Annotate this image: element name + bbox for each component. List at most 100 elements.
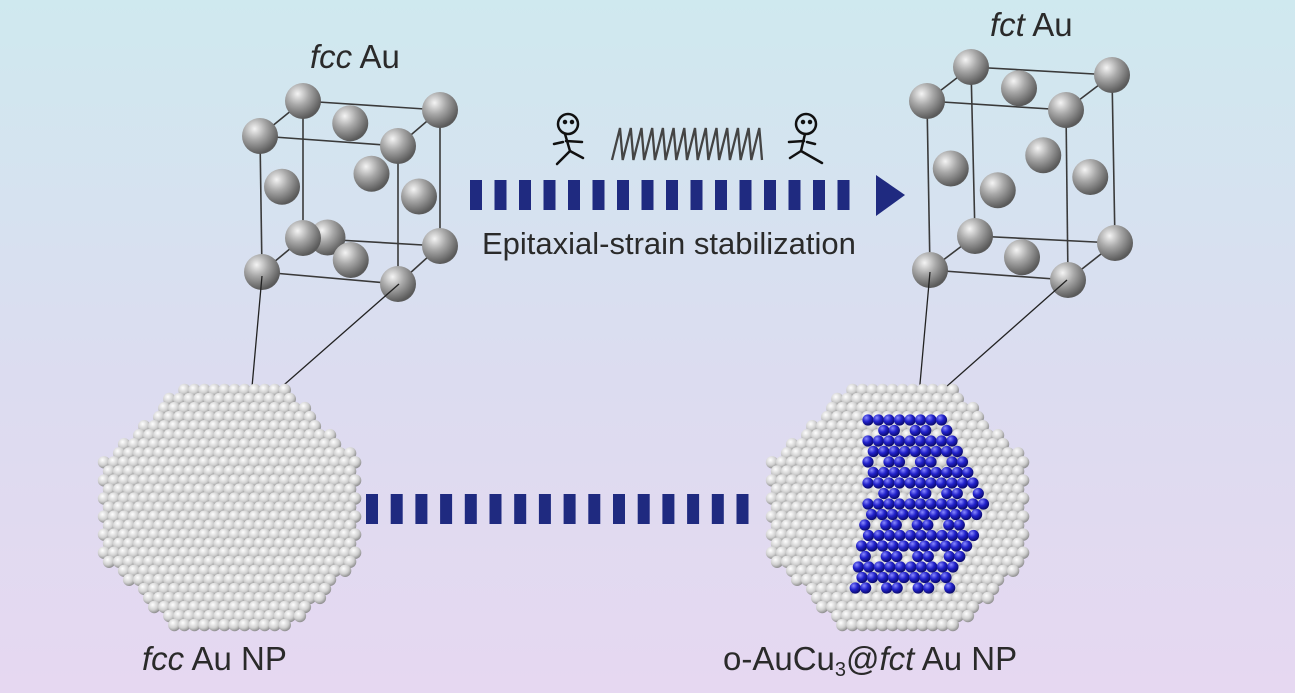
np-atom xyxy=(966,456,980,469)
np-atom xyxy=(816,528,829,541)
np-atom xyxy=(288,438,301,451)
au-atom xyxy=(1094,57,1130,93)
np-atom xyxy=(338,456,352,469)
np-atom xyxy=(178,546,191,559)
np-atom xyxy=(127,546,141,559)
cu-atom xyxy=(951,487,963,500)
np-atom xyxy=(765,546,779,559)
np-atom xyxy=(213,591,226,605)
np-atom xyxy=(826,456,839,469)
np-atom xyxy=(168,438,181,451)
cu-atom xyxy=(923,582,935,594)
np-atom xyxy=(278,618,291,632)
cu-atom xyxy=(951,466,963,479)
np-atom xyxy=(158,528,171,541)
cu-atom xyxy=(908,571,921,584)
np-atom xyxy=(133,501,146,514)
cu-atom xyxy=(872,414,885,426)
np-atom xyxy=(198,456,211,469)
np-atom xyxy=(153,591,166,605)
cu-atom xyxy=(935,477,948,489)
cu-atom xyxy=(898,571,910,584)
np-atom xyxy=(841,410,854,424)
connector-dash xyxy=(736,494,749,524)
np-atom xyxy=(243,591,256,605)
arrow-dash xyxy=(543,180,556,210)
np-atom xyxy=(770,483,784,496)
np-atom xyxy=(168,528,181,541)
np-atom xyxy=(846,438,859,451)
np-atom xyxy=(831,501,844,514)
np-atom xyxy=(278,438,291,451)
np-atom xyxy=(801,483,814,496)
cell-edge xyxy=(970,66,1113,76)
cu-atom xyxy=(849,582,861,594)
np-atom xyxy=(173,573,186,586)
np-atom xyxy=(846,546,859,559)
cu-atom xyxy=(925,477,937,489)
fcc-unit-cell xyxy=(242,83,458,302)
np-atom xyxy=(911,392,924,406)
cu-atom xyxy=(891,550,903,563)
np-atom xyxy=(138,528,151,541)
np-atom xyxy=(816,546,829,559)
cu-atom xyxy=(941,424,953,437)
np-atom xyxy=(921,392,934,406)
np-atom xyxy=(318,546,332,559)
np-atom xyxy=(941,392,954,406)
cu-atom xyxy=(878,445,890,458)
cu-atom xyxy=(912,582,924,594)
cu-atom xyxy=(925,435,937,447)
cu-atom xyxy=(909,466,921,479)
np-atom xyxy=(976,438,990,451)
np-atom xyxy=(127,528,141,541)
stick-figure-pulling-icon xyxy=(787,112,824,165)
arrow-dash xyxy=(690,180,703,210)
np-atom xyxy=(851,501,864,514)
cu-atom xyxy=(899,466,911,479)
cu-atom xyxy=(894,529,906,542)
cell-edge xyxy=(1111,74,1116,244)
connector-dash xyxy=(464,494,477,524)
spring-icon xyxy=(610,127,764,161)
np-atom xyxy=(901,591,914,605)
np-atom xyxy=(313,483,327,496)
np-atom xyxy=(780,483,794,496)
np-atom xyxy=(203,591,216,605)
np-atom xyxy=(308,546,322,559)
cu-atom xyxy=(904,477,916,489)
np-atom xyxy=(991,501,1005,514)
np-atom xyxy=(936,618,949,632)
cu-atom xyxy=(877,571,889,584)
cu-atom xyxy=(898,540,910,552)
cu-atom xyxy=(915,529,927,542)
np-atom xyxy=(303,410,317,424)
np-atom xyxy=(318,528,332,541)
np-atom xyxy=(178,528,191,541)
cu-atom xyxy=(947,561,959,573)
cu-atom xyxy=(967,529,980,542)
np-atom xyxy=(1006,546,1020,559)
np-atom xyxy=(278,546,291,559)
cu-atom xyxy=(862,498,874,510)
np-atom xyxy=(193,591,206,605)
np-atom xyxy=(273,392,286,406)
np-atom xyxy=(102,483,116,496)
np-atom xyxy=(981,573,995,586)
np-atom xyxy=(806,528,819,541)
np-atom xyxy=(263,591,276,605)
np-atom xyxy=(233,392,246,406)
np-atom xyxy=(263,392,276,406)
np-atom xyxy=(861,591,874,605)
connector-dash xyxy=(440,494,453,524)
np-atom xyxy=(765,456,779,469)
np-atom xyxy=(971,573,985,586)
np-atom xyxy=(821,410,834,424)
np-atom xyxy=(168,546,181,559)
np-atom xyxy=(951,392,964,406)
np-atom xyxy=(871,392,884,406)
cu-atom xyxy=(872,498,885,510)
np-atom xyxy=(303,591,317,605)
np-atom xyxy=(198,618,211,632)
np-atom xyxy=(775,456,789,469)
